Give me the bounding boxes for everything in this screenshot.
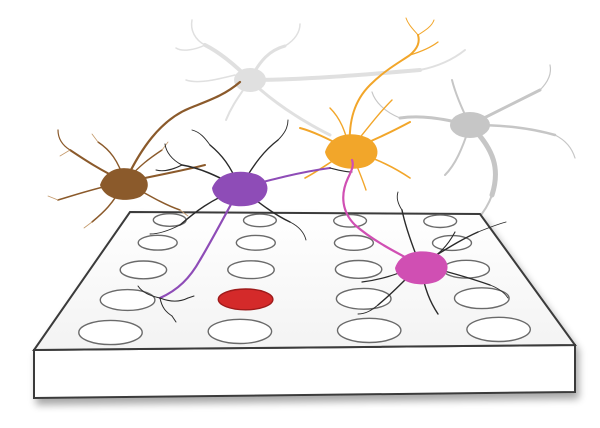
pink-neuron: [342, 158, 509, 315]
purple-neuron: [137, 119, 353, 323]
electrode-well: [227, 260, 275, 280]
electrode-well: [423, 214, 458, 229]
electrode-well: [466, 316, 531, 343]
electrode-well: [335, 287, 392, 310]
electrode-well: [137, 234, 178, 251]
gray-neuron-right: [371, 64, 576, 241]
active-electrode-well: [217, 288, 274, 311]
electrode-well: [334, 259, 383, 279]
electrode-well: [453, 287, 510, 310]
electrode-well: [78, 319, 143, 346]
electrode-well: [333, 234, 375, 252]
gray-neuron-top: [175, 19, 466, 137]
brown-neuron: [47, 80, 242, 229]
electrode-well: [242, 213, 277, 228]
electrode-wells: [78, 212, 531, 346]
orange-neuron: [299, 17, 439, 191]
electrode-well: [99, 288, 156, 312]
electrode-well: [207, 318, 273, 345]
electrode-well: [119, 260, 168, 280]
electrode-well: [336, 317, 402, 344]
electrode-well: [442, 259, 491, 279]
electrode-well: [235, 234, 277, 251]
electrode-well: [431, 234, 473, 252]
